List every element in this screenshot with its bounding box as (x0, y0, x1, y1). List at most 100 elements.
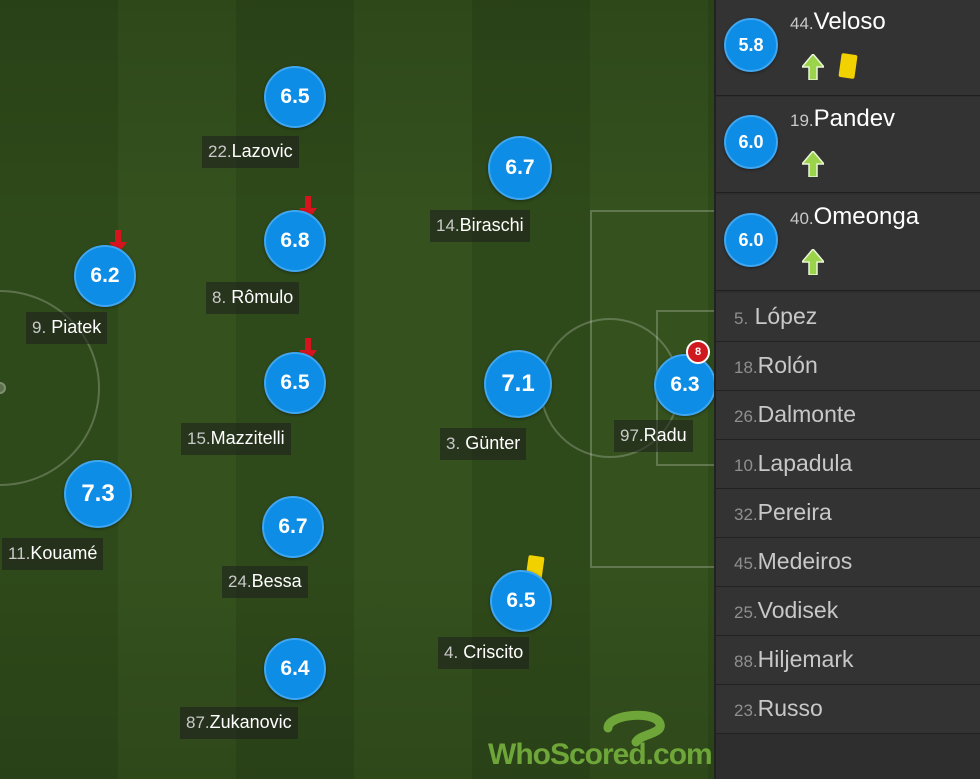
bench-row[interactable]: 32.Pereira (716, 489, 980, 538)
player-rating[interactable]: 6.4 (264, 638, 326, 700)
player-name-text: Veloso (813, 8, 886, 35)
player-number: 40. (790, 209, 814, 228)
player-number: 26. (734, 407, 758, 426)
player-name-text: Vodisek (757, 597, 839, 623)
sub-in-row[interactable]: 6.0 40.Omeonga (716, 195, 980, 291)
player-number: 5. (734, 309, 749, 328)
player-name: 10.Lapadula (734, 450, 852, 477)
player-name-text: Hiljemark (757, 646, 854, 672)
player-rating[interactable]: 6.5 (490, 570, 552, 632)
player-rating: 6.0 (724, 115, 778, 169)
player-number: 18. (734, 358, 758, 377)
sub-in-row[interactable]: 5.8 44.Veloso (716, 0, 980, 96)
player-name[interactable]: 24.Bessa (222, 566, 308, 598)
player-name[interactable]: 14.Biraschi (430, 210, 530, 242)
player-number: 25. (734, 603, 758, 622)
player-rating[interactable]: 7.1 (484, 350, 552, 418)
player-number: 3. (446, 434, 461, 453)
player-rating[interactable]: 6.3 (654, 354, 714, 416)
sub-in-arrow-icon (802, 54, 824, 80)
player-name-text: Piatek (51, 317, 102, 337)
player-number: 45. (734, 554, 758, 573)
player-name-text: Rolón (757, 352, 818, 378)
player-name[interactable]: 87.Zukanovic (180, 707, 298, 739)
player-rating[interactable]: 6.7 (488, 136, 552, 200)
player-name[interactable]: 22.Lazovic (202, 136, 299, 168)
player-rating[interactable]: 6.7 (262, 496, 324, 558)
player-name: 25.Vodisek (734, 597, 838, 624)
player-name[interactable]: 3. Günter (440, 428, 527, 460)
player-name: 18.Rolón (734, 352, 818, 379)
player-number: 11. (8, 544, 31, 563)
player-name[interactable]: 11.Kouamé (2, 538, 104, 570)
player-name: 19.Pandev (790, 105, 895, 133)
player-name[interactable]: 97.Radu (614, 420, 693, 452)
yellow-card-icon (838, 53, 858, 79)
bench-row[interactable]: 10.Lapadula (716, 440, 980, 489)
player-name-text: Mazzitelli (210, 428, 285, 448)
player-name-text: Omeonga (813, 203, 920, 230)
player-name-text: Kouamé (30, 543, 98, 563)
player-name[interactable]: 9. Piatek (26, 312, 108, 344)
player-number: 19. (790, 111, 814, 130)
player-name: 23.Russo (734, 695, 823, 722)
player-rating[interactable]: 6.5 (264, 352, 326, 414)
bench-row[interactable]: 18.Rolón (716, 342, 980, 391)
player-name[interactable]: 15.Mazzitelli (181, 423, 291, 455)
player-rating[interactable]: 6.8 (264, 210, 326, 272)
player-number: 8. (212, 288, 227, 307)
logo-text: WhoScored.com (488, 738, 713, 771)
bench-row[interactable]: 25.Vodisek (716, 587, 980, 636)
bench-row[interactable]: 45.Medeiros (716, 538, 980, 587)
player-number: 22. (208, 142, 232, 161)
player-number: 14. (436, 216, 460, 235)
player-number: 9. (32, 318, 47, 337)
player-name: 32.Pereira (734, 499, 832, 526)
player-rating[interactable]: 6.2 (74, 245, 136, 307)
player-name-text: Biraschi (459, 215, 524, 235)
bench-row[interactable]: 23.Russo (716, 685, 980, 734)
sub-in-row[interactable]: 6.0 19.Pandev (716, 97, 980, 193)
player-number: 4. (444, 643, 459, 662)
player-name: 26.Dalmonte (734, 401, 856, 428)
player-rating: 5.8 (724, 18, 778, 72)
player-number: 10. (734, 456, 758, 475)
player-number: 15. (187, 429, 211, 448)
center-spot (0, 382, 6, 394)
sub-in-arrow-icon (802, 151, 824, 177)
sub-in-arrow-icon (802, 249, 824, 275)
player-name-text: Dalmonte (757, 401, 857, 427)
bench-row[interactable]: 88.Hiljemark (716, 636, 980, 685)
player-rating[interactable]: 6.5 (264, 66, 326, 128)
player-name-text: Lazovic (231, 141, 293, 161)
player-name[interactable]: 8. Rômulo (206, 282, 300, 314)
player-name-text: Criscito (463, 642, 524, 662)
player-name-text: Pereira (757, 499, 832, 525)
player-name-text: Bessa (251, 571, 302, 591)
player-number: 23. (734, 701, 758, 720)
player-name: 44.Veloso (790, 8, 886, 36)
player-number: 88. (734, 652, 758, 671)
penalty-box (590, 210, 714, 568)
player-rating[interactable]: 7.3 (64, 460, 132, 528)
player-number: 97. (620, 426, 644, 445)
player-number: 87. (186, 713, 210, 732)
player-name-text: Lapadula (757, 450, 853, 476)
player-name-text: Rômulo (231, 287, 294, 307)
player-name: 5. López (734, 303, 817, 330)
player-number: 44. (790, 14, 814, 33)
bench-row[interactable]: 5. López (716, 293, 980, 342)
substitutes-panel: 5.8 44.Veloso 6.0 19.Pandev 6.0 40.Omeon… (714, 0, 980, 779)
pitch: 6.5 22.Lazovic 6.8 8. Rômulo 6.5 15.Mazz… (0, 0, 714, 779)
player-name-text: Zukanovic (209, 712, 292, 732)
player-name: 40.Omeonga (790, 203, 919, 231)
player-name-text: Günter (465, 433, 521, 453)
bench-row[interactable]: 26.Dalmonte (716, 391, 980, 440)
player-name-text: Radu (643, 425, 687, 445)
player-number: 24. (228, 572, 252, 591)
player-name-text: Russo (757, 695, 823, 721)
player-name[interactable]: 4. Criscito (438, 637, 530, 669)
question-mark-logo-icon (603, 710, 665, 747)
player-name: 88.Hiljemark (734, 646, 853, 673)
player-name-text: Pandev (813, 105, 896, 132)
